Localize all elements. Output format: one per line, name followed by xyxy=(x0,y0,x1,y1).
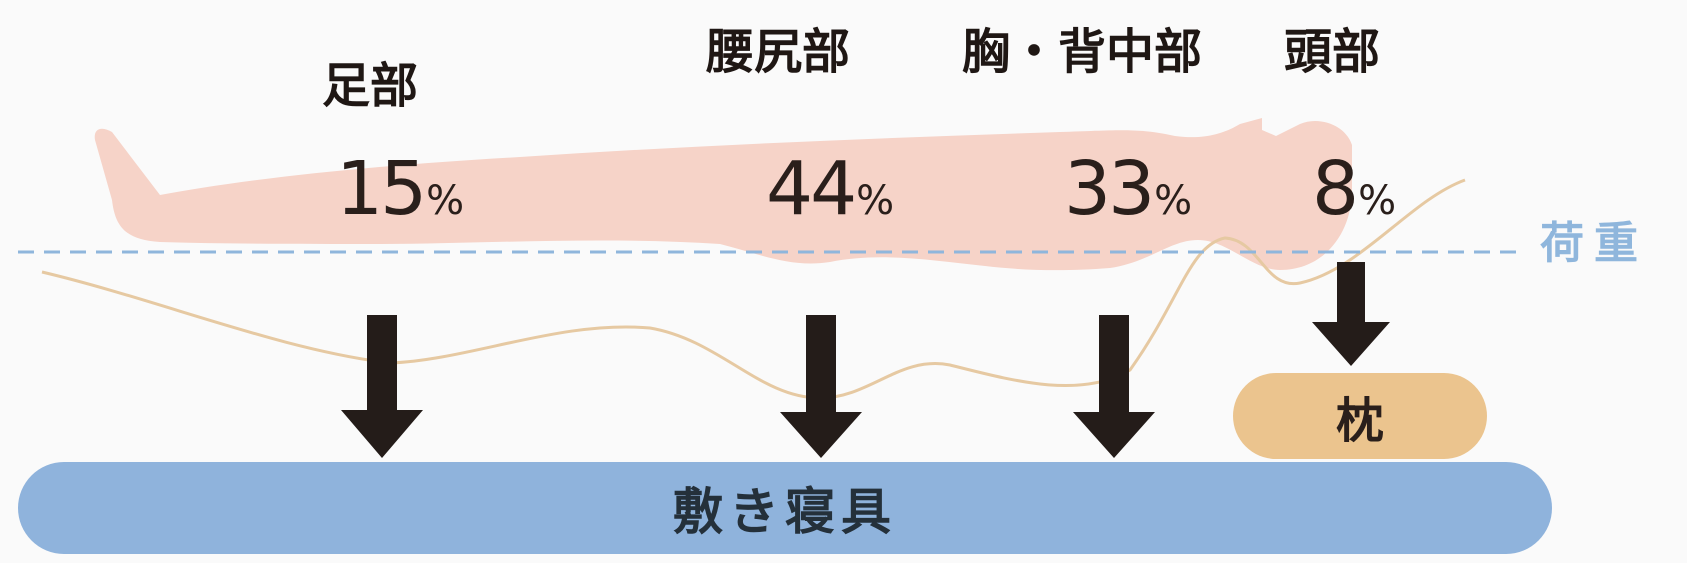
load-arrows xyxy=(341,262,1390,458)
value-head: 8% xyxy=(1312,152,1396,226)
pillow: 枕 xyxy=(1233,373,1487,459)
label-chest-back: 胸・背中部 xyxy=(962,24,1203,80)
arrow-head xyxy=(1312,262,1390,366)
value-chest-number: 33 xyxy=(1064,146,1155,232)
label-hip: 腰尻部 xyxy=(706,24,851,80)
body-silhouette xyxy=(94,118,1353,271)
label-foot: 足部 xyxy=(322,58,419,114)
value-hip-number: 44 xyxy=(766,146,857,232)
value-foot-unit: % xyxy=(426,178,465,224)
load-label: 荷重 xyxy=(1540,218,1648,269)
arrow-hip xyxy=(780,315,862,458)
arrow-foot xyxy=(341,315,423,458)
value-hip: 44% xyxy=(766,152,894,226)
value-head-unit: % xyxy=(1358,178,1397,224)
value-head-number: 8 xyxy=(1312,146,1359,232)
arrow-chest xyxy=(1073,315,1155,458)
value-chest-back: 33% xyxy=(1064,152,1192,226)
mattress: 敷き寝具 xyxy=(18,462,1552,554)
pillow-label: 枕 xyxy=(1335,393,1384,449)
value-foot-number: 15 xyxy=(336,146,427,232)
value-foot: 15% xyxy=(336,152,464,226)
label-head: 頭部 xyxy=(1284,24,1381,80)
value-chest-unit: % xyxy=(1154,178,1193,224)
value-hip-unit: % xyxy=(856,178,895,224)
mattress-label: 敷き寝具 xyxy=(673,483,897,541)
